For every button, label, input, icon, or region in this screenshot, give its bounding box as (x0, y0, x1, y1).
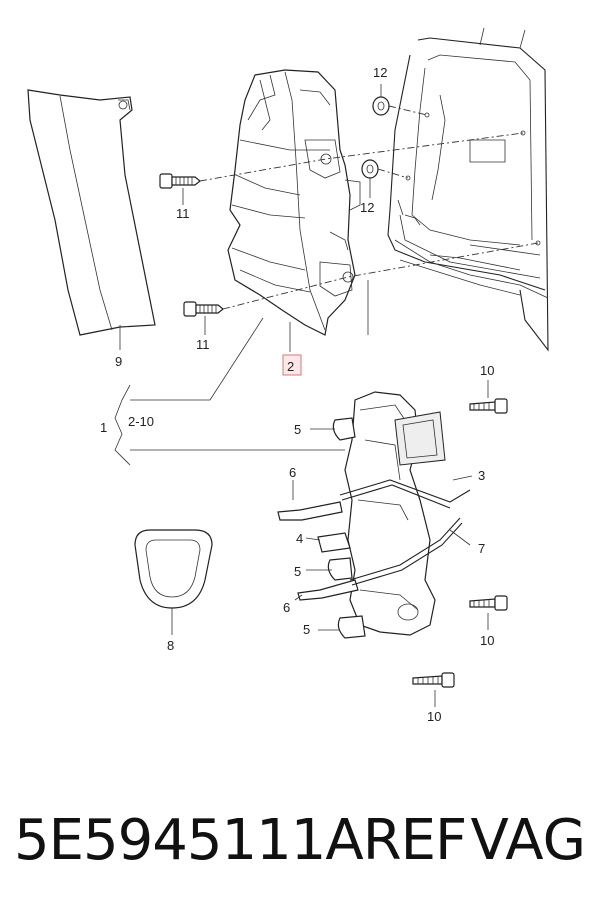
callout-3: 3 (478, 468, 485, 483)
callout-8: 8 (167, 638, 174, 653)
screw-11-upper (159, 173, 201, 189)
nut-12-lower (361, 159, 379, 179)
wedge-bulb-6-upper (277, 501, 343, 521)
trim-cover-panel (27, 89, 156, 336)
callout-9: 9 (115, 354, 122, 369)
callout-12-upper: 12 (373, 65, 387, 80)
screw-10-upper (469, 398, 508, 414)
callout-10-upper: 10 (480, 363, 494, 378)
callout-10-middle: 10 (480, 633, 494, 648)
screw-10-lower (412, 672, 455, 688)
callout-10-lower: 10 (427, 709, 441, 724)
screw-10-middle (469, 595, 508, 611)
bulb-socket-5-upper (332, 417, 356, 441)
callout-11-upper: 11 (176, 206, 190, 221)
part-number: 5E5945111AREF (14, 808, 467, 873)
exploded-parts-diagram: 12 12 11 11 9 2 1 2-10 10 5 6 3 4 7 5 6 … (27, 27, 549, 724)
tail-light-housing (227, 69, 361, 336)
callout-5-upper: 5 (294, 422, 301, 437)
callout-6-lower: 6 (283, 600, 290, 615)
wedge-bulb-6-lower (297, 579, 359, 601)
screw-11-lower (183, 301, 224, 317)
bulb-4 (317, 532, 351, 553)
highlight-box-2 (282, 354, 302, 376)
wire-3 (339, 479, 471, 509)
callout-11-lower: 11 (196, 337, 210, 352)
bulb-holder-carrier (344, 391, 446, 636)
callout-4: 4 (296, 531, 303, 546)
callout-2: 2 (287, 359, 294, 374)
callout-2-10: 2-10 (128, 414, 154, 429)
callout-12-lower: 12 (360, 200, 374, 215)
bulb-socket-5-middle (327, 557, 353, 581)
bulb-socket-5-lower (337, 615, 366, 639)
callout-6-upper: 6 (289, 465, 296, 480)
car-body-panel (387, 27, 549, 352)
callout-5-middle: 5 (294, 564, 301, 579)
wire-7 (349, 517, 463, 586)
callout-5-lower: 5 (303, 622, 310, 637)
gasket-8 (134, 529, 213, 609)
footer: 5E5945111AREF VAG (0, 808, 600, 898)
callout-1: 1 (100, 420, 107, 435)
brand-label: VAG (470, 808, 586, 873)
nut-12-upper (372, 96, 390, 116)
callout-7: 7 (478, 541, 485, 556)
